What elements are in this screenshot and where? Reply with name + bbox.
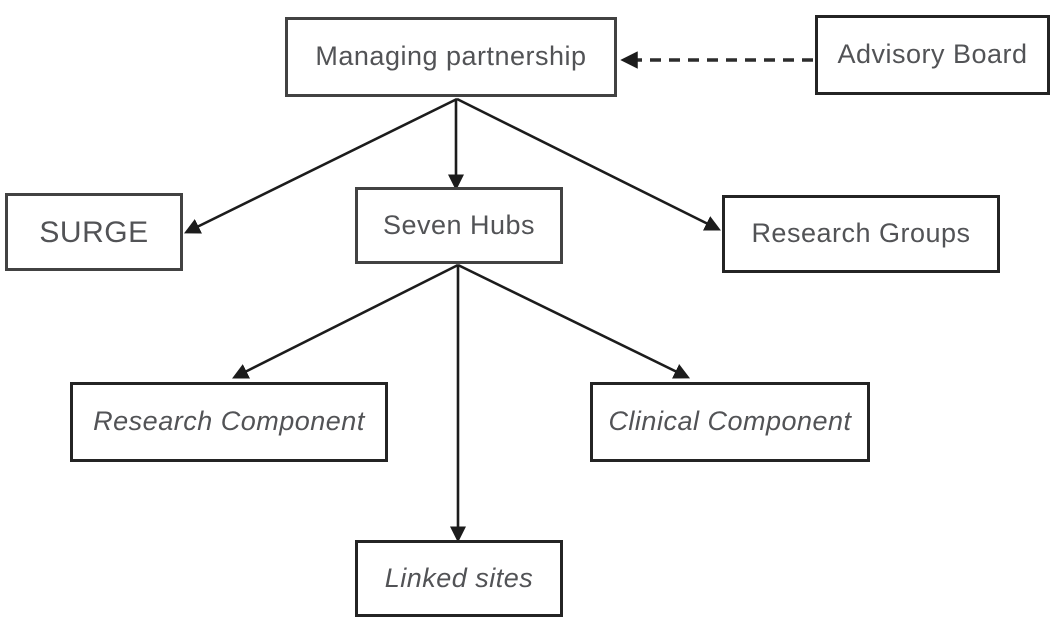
- node-managing-partnership-label: Managing partnership: [315, 41, 587, 72]
- edge-managing-partnership-to-surge: [183, 97, 458, 234]
- node-linked-sites: Linked sites: [355, 540, 563, 617]
- node-surge-label: SURGE: [39, 215, 149, 249]
- node-clinical-component: Clinical Component: [590, 382, 870, 462]
- edge-managing-partnership-to-research-groups: [456, 97, 721, 231]
- node-research-groups-label: Research Groups: [751, 218, 971, 249]
- node-surge: SURGE: [5, 193, 183, 271]
- node-advisory-board-label: Advisory Board: [837, 39, 1028, 70]
- node-seven-hubs-label: Seven Hubs: [382, 209, 536, 240]
- node-managing-partnership: Managing partnership: [285, 17, 617, 97]
- node-research-groups: Research Groups: [722, 195, 1000, 273]
- edge-seven-hubs-to-research-component: [232, 263, 459, 379]
- node-advisory-board: Advisory Board: [815, 15, 1050, 95]
- node-clinical-component-label: Clinical Component: [608, 406, 852, 437]
- node-research-component-label: Research Component: [93, 406, 365, 437]
- node-research-component: Research Component: [70, 382, 388, 462]
- node-linked-sites-label: Linked sites: [384, 562, 534, 593]
- edge-seven-hubs-to-clinical-component: [457, 263, 691, 379]
- node-seven-hubs: Seven Hubs: [355, 187, 563, 264]
